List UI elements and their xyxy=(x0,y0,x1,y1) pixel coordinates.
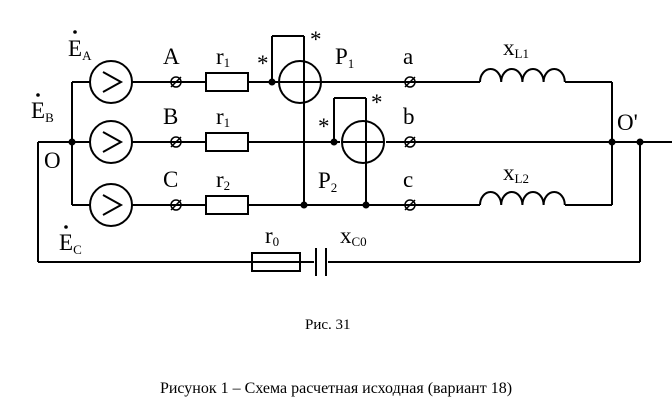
source-a-arrow-icon xyxy=(102,71,124,93)
source-a-label: EA xyxy=(68,36,92,63)
terminal-A-label: A xyxy=(163,44,180,69)
neutral-o-label: O xyxy=(44,148,61,173)
terminal-C-label: C xyxy=(163,167,178,192)
terminal-A xyxy=(170,76,182,88)
resistor-r0-neutral xyxy=(251,252,301,272)
terminals xyxy=(170,76,416,211)
terminal-c xyxy=(404,199,416,211)
wattmeter-p2-label: P2 xyxy=(318,168,337,195)
junction-dot xyxy=(268,78,276,86)
neutral-o-prime-label: O' xyxy=(617,110,638,135)
wattmeter-p1-label: P1 xyxy=(335,44,354,71)
terminal-B xyxy=(170,136,182,148)
inductor-xl2 xyxy=(479,189,566,207)
p2-voltage-star: * xyxy=(371,90,383,115)
wiring xyxy=(37,35,672,263)
junction-dot xyxy=(608,138,616,146)
junction-dot xyxy=(362,201,370,209)
inductor-xl1-label: xL1 xyxy=(503,35,529,61)
figure-caption: Рисунок 1 – Схема расчетная исходная (ва… xyxy=(160,380,512,397)
terminal-a-label: a xyxy=(403,44,413,69)
resistor-r2-phase-c xyxy=(205,195,249,215)
figure-label: Рис. 31 xyxy=(305,317,351,333)
p1-voltage-star: * xyxy=(310,27,322,52)
resistor-r1-a-label: r1 xyxy=(216,44,230,70)
terminal-b xyxy=(404,136,416,148)
resistor-r1-phase-b xyxy=(205,132,249,152)
phasor-dot-icon xyxy=(73,30,77,34)
terminal-C xyxy=(170,199,182,211)
phasor-dot-icon xyxy=(36,93,40,97)
source-c xyxy=(89,183,133,227)
capacitor-xc0 xyxy=(314,248,328,276)
p1-current-star: * xyxy=(257,51,269,76)
capacitor-xc0-label: xC0 xyxy=(340,223,367,249)
p2-current-star: * xyxy=(318,114,330,139)
junction-dot xyxy=(300,201,308,209)
resistor-r0-label: r0 xyxy=(265,223,279,249)
wattmeter-p1 xyxy=(278,60,322,104)
terminal-B-label: B xyxy=(163,104,178,129)
source-b-arrow-icon xyxy=(102,131,124,153)
junction-dot xyxy=(330,138,338,146)
source-c-label: EC xyxy=(59,230,82,257)
source-b-label: EB xyxy=(31,98,54,125)
terminal-b-label: b xyxy=(403,104,415,129)
wattmeter-p2 xyxy=(341,120,385,164)
source-b xyxy=(89,120,133,164)
source-c-circle xyxy=(89,183,133,227)
resistor-r1-phase-a xyxy=(205,72,249,92)
source-b-circle xyxy=(89,120,133,164)
source-a-circle xyxy=(89,60,133,104)
inductor-xl1 xyxy=(479,66,566,84)
terminal-c-label: c xyxy=(403,167,413,192)
junction-dot xyxy=(68,138,76,146)
junction-dot xyxy=(636,138,644,146)
phasor-dot-icon xyxy=(64,225,68,229)
source-c-arrow-icon xyxy=(102,194,124,216)
resistor-r1-b-label: r1 xyxy=(216,104,230,130)
junction-dots xyxy=(68,78,644,209)
terminal-a xyxy=(404,76,416,88)
source-a xyxy=(89,60,133,104)
inductor-xl2-label: xL2 xyxy=(503,160,529,186)
resistor-r2-label: r2 xyxy=(216,167,230,193)
